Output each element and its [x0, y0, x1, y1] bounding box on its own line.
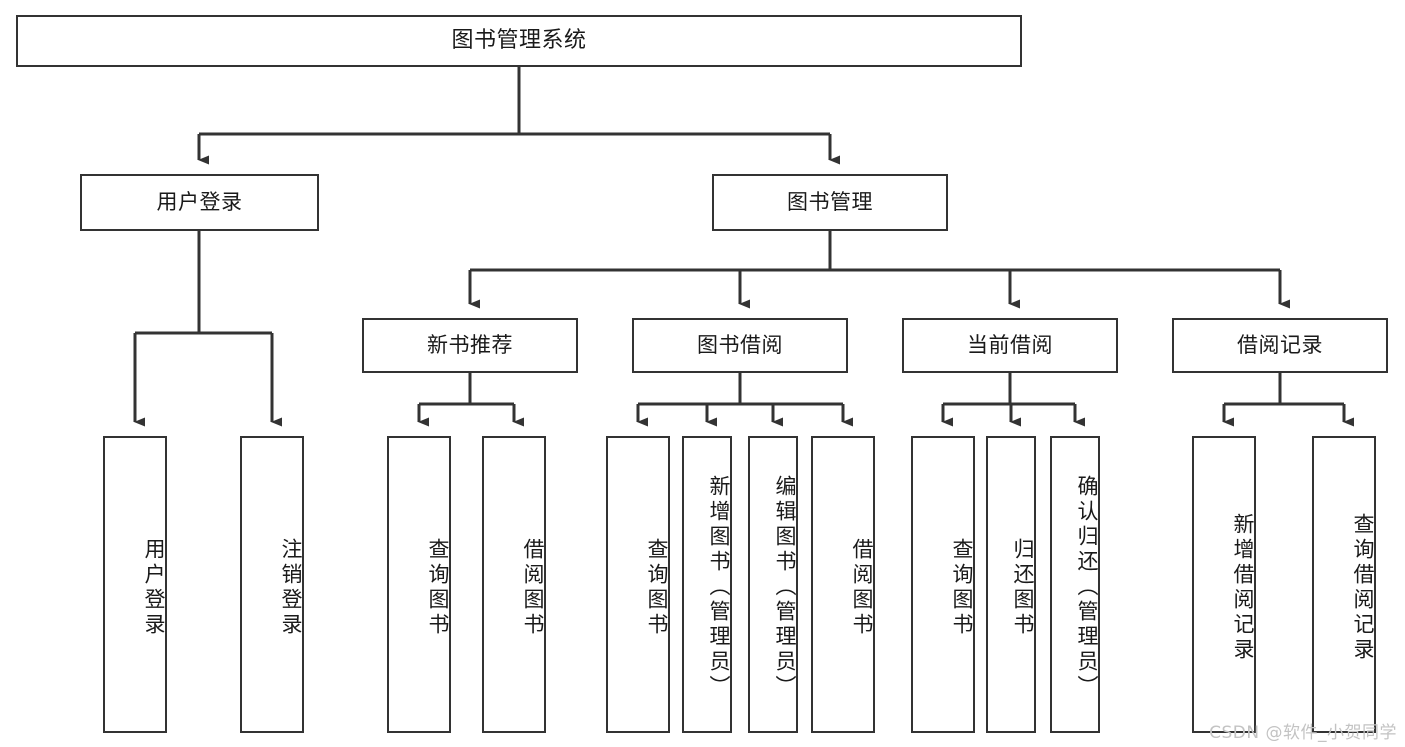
node-new-book-recommend[interactable]: 新书推荐: [362, 318, 578, 373]
node-borrow-record-label: 借阅记录: [1237, 332, 1323, 357]
node-leaf-query-borrow-record[interactable]: 查询借阅记录: [1312, 436, 1376, 733]
user-login-connectors: [133, 231, 282, 427]
node-leaf-add-book[interactable]: 新增图书（管理员）: [682, 436, 732, 733]
node-leaf-borrow-book-label: 借阅图书: [850, 537, 874, 638]
book-borrow-connectors: [636, 373, 853, 427]
node-leaf-query-book-new[interactable]: 查询图书: [387, 436, 451, 733]
node-leaf-query-book-current-label: 查询图书: [950, 537, 974, 638]
node-leaf-confirm-return[interactable]: 确认归还（管理员）: [1050, 436, 1100, 733]
node-leaf-user-login-label: 用户登录: [142, 537, 166, 638]
root-connectors: [197, 67, 840, 165]
node-leaf-return-book-label: 归还图书: [1011, 537, 1035, 638]
node-leaf-borrow-book[interactable]: 借阅图书: [811, 436, 875, 733]
node-leaf-borrow-book-new-label: 借阅图书: [521, 537, 545, 638]
new-book-recommend-connectors: [417, 373, 524, 427]
borrow-record-connectors: [1222, 373, 1354, 427]
node-current-borrow[interactable]: 当前借阅: [902, 318, 1118, 373]
node-new-book-recommend-label: 新书推荐: [427, 332, 513, 357]
node-book-borrow[interactable]: 图书借阅: [632, 318, 848, 373]
node-user-login-label: 用户登录: [156, 189, 243, 214]
node-root[interactable]: 图书管理系统: [16, 15, 1022, 67]
book-manage-connectors: [468, 231, 1290, 309]
node-user-login[interactable]: 用户登录: [80, 174, 319, 231]
node-leaf-query-borrow-record-label: 查询借阅记录: [1351, 512, 1375, 663]
node-current-borrow-label: 当前借阅: [967, 332, 1053, 357]
node-leaf-query-book-new-label: 查询图书: [426, 537, 450, 638]
node-leaf-add-borrow-record-label: 新增借阅记录: [1231, 512, 1255, 663]
node-leaf-borrow-book-new[interactable]: 借阅图书: [482, 436, 546, 733]
node-leaf-edit-book[interactable]: 编辑图书（管理员）: [748, 436, 798, 733]
node-leaf-user-logout[interactable]: 注销登录: [240, 436, 304, 733]
node-book-manage-label: 图书管理: [787, 189, 873, 214]
node-leaf-edit-book-label: 编辑图书（管理员）: [773, 475, 797, 700]
node-leaf-user-logout-label: 注销登录: [279, 537, 303, 638]
node-leaf-query-book-current[interactable]: 查询图书: [911, 436, 975, 733]
node-borrow-record[interactable]: 借阅记录: [1172, 318, 1388, 373]
node-root-label: 图书管理系统: [451, 27, 587, 53]
current-borrow-connectors: [941, 373, 1085, 427]
node-leaf-query-book-borrow-label: 查询图书: [645, 537, 669, 638]
node-book-borrow-label: 图书借阅: [697, 332, 783, 357]
node-leaf-return-book[interactable]: 归还图书: [986, 436, 1036, 733]
node-book-manage[interactable]: 图书管理: [712, 174, 948, 231]
node-leaf-add-book-label: 新增图书（管理员）: [707, 475, 731, 700]
node-leaf-add-borrow-record[interactable]: 新增借阅记录: [1192, 436, 1256, 733]
node-leaf-confirm-return-label: 确认归还（管理员）: [1075, 475, 1099, 700]
node-leaf-query-book-borrow[interactable]: 查询图书: [606, 436, 670, 733]
node-leaf-user-login[interactable]: 用户登录: [103, 436, 167, 733]
